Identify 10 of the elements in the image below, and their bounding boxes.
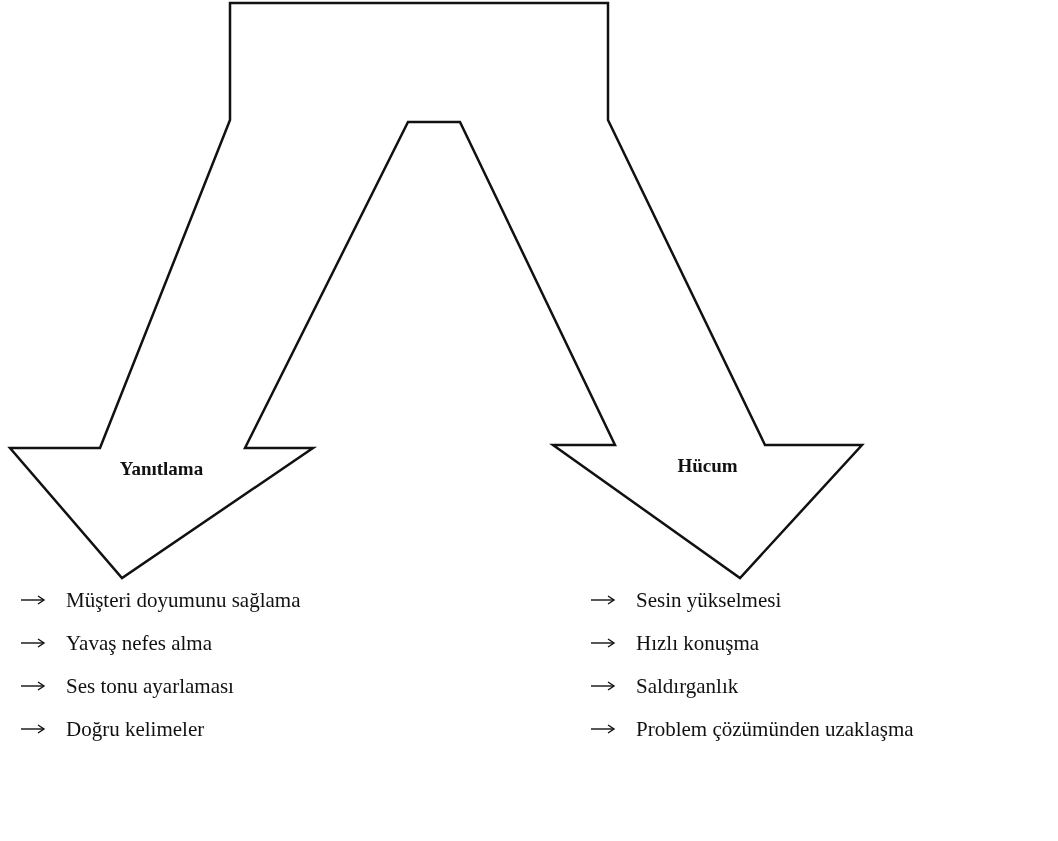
list-item: Problem çözümünden uzaklaşma bbox=[636, 717, 914, 741]
list-item: Hızlı konuşma bbox=[636, 631, 760, 655]
arrowhead-label: Hücum bbox=[677, 455, 738, 477]
list-item: Doğru kelimeler bbox=[66, 717, 205, 741]
list-item: Ses tonu ayarlaması bbox=[66, 674, 234, 698]
list-item: Yavaş nefes alma bbox=[66, 631, 212, 655]
arrowhead-label: Yanıtlama bbox=[119, 458, 204, 480]
list-item: Sesin yükselmesi bbox=[636, 588, 782, 612]
list-item: Saldırganlık bbox=[636, 674, 739, 698]
list-item: Müşteri doyumunu sağlama bbox=[66, 588, 301, 612]
